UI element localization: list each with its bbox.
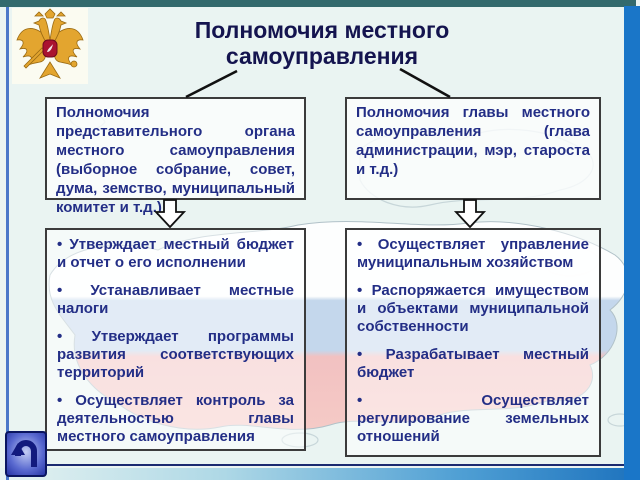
box-head-of-government: Полномочия главы местного самоуправления… (345, 97, 601, 200)
bottom-navy-line (10, 464, 624, 466)
bullet-marker: • (357, 392, 363, 409)
bullet-marker: • (357, 282, 363, 299)
russian-eagle-icon (12, 8, 88, 84)
right-accent-bar (624, 6, 640, 480)
box-representative-powers-list: • Утверждает местный бюджет и отчет о ег… (45, 228, 306, 451)
bullet-item: • Осуществляет регулирование земельных о… (357, 392, 589, 446)
bullet-marker: • (57, 282, 63, 299)
bullet-item: • Осуществляет управление муниципальным … (357, 236, 589, 272)
box-head-powers-list: • Осуществляет управление муниципальным … (345, 228, 601, 457)
bullet-text: Распоряжается имуществом и объектами мун… (357, 282, 589, 335)
bullet-text: Осуществляет контроль за деятельностью г… (57, 392, 295, 445)
box-head-of-government-text: Полномочия главы местного самоуправления… (356, 104, 590, 178)
box-representative-body-text: Полномочия представительного органа мест… (56, 104, 295, 216)
bullet-item: • Разрабатывает местный бюджет (357, 346, 589, 382)
box-representative-body: Полномочия представительного органа мест… (45, 97, 306, 216)
bottom-gradient-bar (0, 468, 640, 480)
bullet-text: Утверждает местный бюджет и отчет о его … (57, 236, 295, 271)
bullet-text: Осуществляет регулирование земельных отн… (357, 392, 589, 445)
bullet-marker: • (57, 328, 63, 345)
top-accent-bar (0, 0, 636, 7)
nav-button[interactable] (5, 431, 47, 477)
bullet-item: • Утверждает местный бюджет и отчет о ег… (57, 236, 294, 272)
left-accent-line (6, 7, 9, 480)
bullet-item: • Осуществляет контроль за деятельностью… (57, 392, 294, 446)
bullet-marker: • (57, 236, 63, 253)
bullet-marker: • (357, 236, 363, 253)
u-turn-arrow-icon (5, 431, 47, 477)
bullet-marker: • (357, 346, 363, 363)
bullet-text: Утверждает программы развития соответств… (57, 328, 294, 381)
bullet-marker: • (57, 392, 63, 409)
bullet-item: • Устанавливает местные налоги (57, 282, 294, 318)
bullet-item: • Распоряжается имуществом и объектами м… (357, 282, 589, 336)
page-title: Полномочия местного самоуправления (194, 17, 450, 69)
bullet-text: Разрабатывает местный бюджет (357, 346, 589, 381)
bullet-text: Осуществляет управление муниципальным хо… (357, 236, 589, 271)
bullet-item: • Утверждает программы развития соответс… (57, 328, 294, 382)
bullet-text: Устанавливает местные налоги (57, 282, 295, 317)
